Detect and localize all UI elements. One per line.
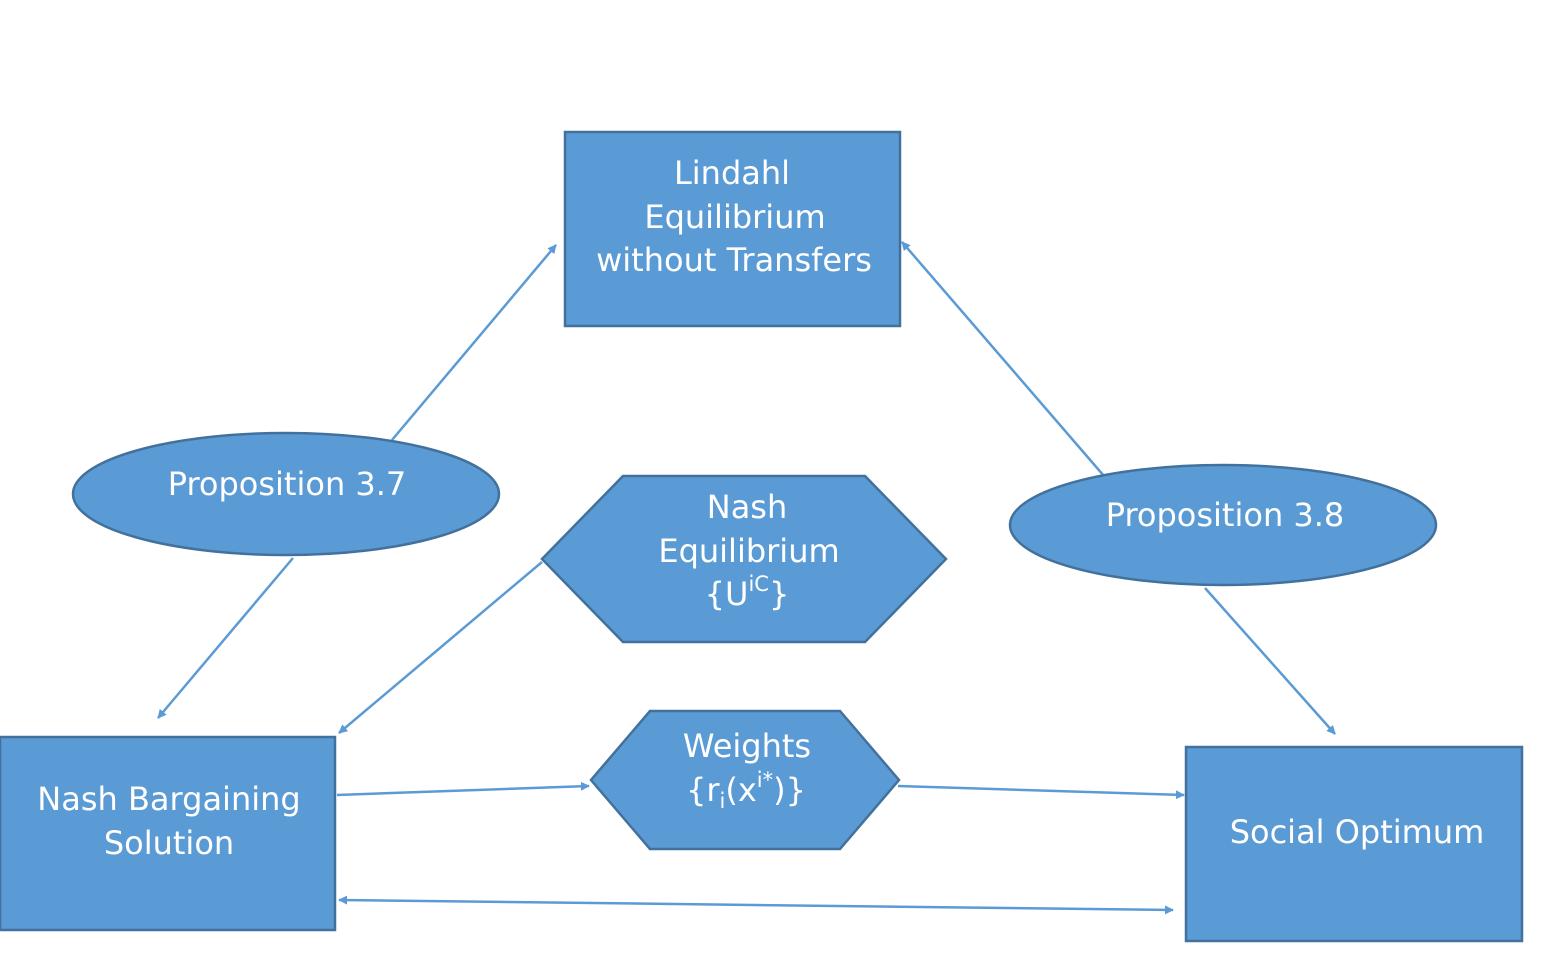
lindahl-label-line3: without Transfers	[596, 241, 872, 279]
edge-prop37-to-nbs	[157, 557, 294, 719]
nash-bargaining-label-line1: Nash Bargaining	[37, 780, 300, 818]
nash-equilibrium-label-line1: Nash	[707, 488, 788, 526]
weights-label-line2: {ri(xi*)}	[686, 768, 806, 813]
nash-equilibrium-label-line3: {UiC}	[705, 572, 790, 613]
edge-prop38-to-lindahl	[901, 241, 1105, 477]
nash-equilibrium-label-line2: Equilibrium	[658, 532, 839, 570]
lindahl-label-line2: Equilibrium	[644, 198, 825, 236]
lindahl-equilibrium-box	[563, 130, 902, 328]
nash-bargaining-solution-box	[0, 735, 337, 932]
social-optimum-box	[1184, 745, 1524, 943]
edge-nbs-to-weights	[336, 781, 590, 797]
nash-bargaining-label-line2: Solution	[104, 824, 234, 862]
edge-weights-to-social	[897, 784, 1185, 800]
proposition-3-7-ellipse	[71, 431, 501, 557]
edge-nbs-social-bidirectional	[338, 895, 1174, 915]
nash-equilibrium-hexagon	[540, 474, 948, 644]
proposition-3-7-label: Proposition 3.7	[168, 465, 407, 503]
social-optimum-label: Social Optimum	[1230, 813, 1485, 851]
edge-nash-eq-to-nbs	[338, 561, 543, 734]
proposition-3-8-label: Proposition 3.8	[1106, 496, 1345, 534]
proposition-3-8-ellipse	[1008, 463, 1438, 587]
weights-hexagon	[589, 709, 901, 851]
edge-prop38-to-social	[1204, 587, 1336, 735]
weights-label-line1: Weights	[683, 727, 811, 765]
edge-prop37-to-lindahl	[391, 244, 557, 441]
lindahl-label-line1: Lindahl	[674, 154, 790, 192]
